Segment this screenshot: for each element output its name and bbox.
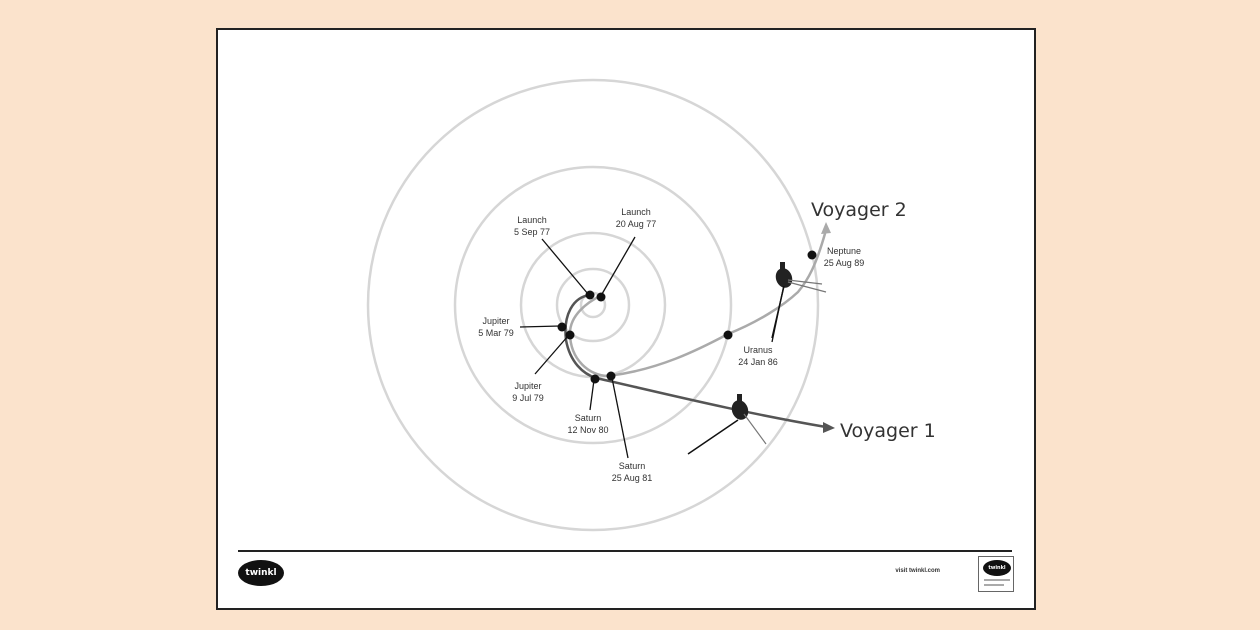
marker-neptune bbox=[807, 250, 817, 260]
saturn-v1-date: 12 Nov 80 bbox=[567, 425, 608, 435]
pointer-launch-v2 bbox=[601, 236, 636, 295]
neptune-orbit bbox=[366, 78, 820, 532]
saturn-v2-date: 25 Aug 81 bbox=[612, 473, 653, 483]
neptune-title: Neptune bbox=[827, 246, 861, 256]
voyager1-spacecraft-icon bbox=[687, 394, 767, 455]
pointer-jupiter-v2 bbox=[534, 335, 569, 375]
jupiter-v2-title: Jupiter bbox=[514, 381, 541, 391]
twinkl-logo[interactable]: twinkl bbox=[238, 560, 284, 586]
voyager-trajectory-diagram: Launch 5 Sep 77 Launch 20 Aug 77 Jupiter… bbox=[366, 78, 936, 532]
marker-uranus bbox=[723, 330, 733, 340]
saturn-orbit bbox=[519, 231, 667, 379]
voyager1-label: Voyager 1 bbox=[840, 420, 936, 442]
marker-saturn-v1 bbox=[590, 374, 600, 384]
badge-line bbox=[984, 584, 1004, 586]
twinkl-badge: twinkl bbox=[978, 556, 1014, 592]
saturn-v1-title: Saturn bbox=[575, 413, 602, 423]
voyager2-arrow-head bbox=[821, 222, 831, 234]
voyager1-trajectory bbox=[564, 293, 827, 429]
voyager2-trajectory bbox=[568, 229, 828, 378]
marker-jupiter-v1 bbox=[557, 322, 567, 332]
marker-launch-v1 bbox=[585, 290, 595, 300]
voyager1-arrow-head bbox=[823, 422, 835, 433]
jupiter-v1-date: 5 Mar 79 bbox=[478, 328, 514, 338]
neptune-date: 25 Aug 89 bbox=[824, 258, 865, 268]
planet-orbits bbox=[366, 78, 820, 532]
launch-v1-title: Launch bbox=[517, 215, 547, 225]
pointer-saturn-v2 bbox=[611, 377, 629, 459]
voyager2-spacecraft-icon bbox=[771, 262, 827, 339]
launch-v1-date: 5 Sep 77 bbox=[514, 227, 550, 237]
launch-v2-title: Launch bbox=[621, 207, 651, 217]
uranus-title: Uranus bbox=[743, 345, 773, 355]
pointer-saturn-v1 bbox=[589, 379, 595, 411]
saturn-v2-title: Saturn bbox=[619, 461, 646, 471]
site-link-text[interactable]: visit twinkl.com bbox=[895, 568, 940, 574]
jupiter-orbit bbox=[555, 267, 631, 343]
badge-logo-icon: twinkl bbox=[983, 560, 1011, 576]
pointer-lines bbox=[519, 236, 786, 459]
footer-divider bbox=[238, 550, 1012, 552]
jupiter-v1-title: Jupiter bbox=[482, 316, 509, 326]
badge-line bbox=[984, 579, 1010, 581]
uranus-date: 24 Jan 86 bbox=[738, 357, 778, 367]
voyager2-label: Voyager 2 bbox=[811, 199, 907, 221]
pointer-jupiter-v1 bbox=[519, 325, 561, 328]
jupiter-v2-date: 9 Jul 79 bbox=[512, 393, 544, 403]
worksheet-page: Launch 5 Sep 77 Launch 20 Aug 77 Jupiter… bbox=[216, 28, 1036, 610]
event-markers bbox=[557, 250, 817, 384]
marker-jupiter-v2 bbox=[565, 330, 575, 340]
launch-v2-date: 20 Aug 77 bbox=[616, 219, 657, 229]
marker-launch-v2 bbox=[596, 292, 606, 302]
marker-saturn-v2 bbox=[606, 371, 616, 381]
pointer-launch-v1 bbox=[541, 238, 589, 295]
uranus-orbit bbox=[453, 165, 733, 445]
